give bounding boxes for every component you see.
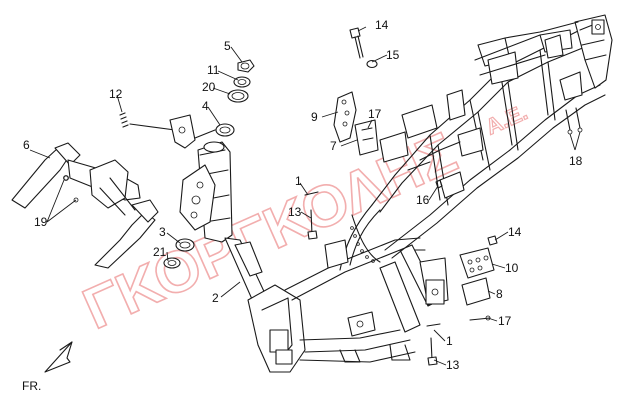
callout-6: 6 [23,138,30,152]
callout-15: 15 [386,48,400,62]
callout-19: 19 [34,215,48,229]
right-side-parts [63,27,583,366]
callout-11: 11 [207,63,220,77]
callout-3: 3 [159,225,166,239]
callout-5: 5 [224,39,231,53]
callout-14-top: 14 [375,18,389,32]
front-parts [11,59,255,269]
callout-10: 10 [505,261,519,275]
front-direction-indicator: FR. [22,341,73,393]
callout-14-right: 14 [508,225,522,239]
callout-13-top: 13 [288,205,302,219]
callout-13-bottom: 13 [446,358,460,372]
callout-16: 16 [416,193,430,207]
watermark-suffix: A.E. [482,99,531,139]
callout-20: 20 [202,80,216,94]
callout-9: 9 [311,110,318,124]
main-frame [179,14,613,373]
callout-21: 21 [153,245,167,259]
direction-arrow-icon [44,341,73,373]
callout-17-top: 17 [368,107,382,121]
callout-labels: 14 15 5 11 20 4 12 6 19 3 21 2 9 7 17 1 … [23,18,583,372]
callout-7: 7 [330,139,337,153]
callout-1-top: 1 [295,174,302,188]
leader-lines [29,26,581,366]
callout-2: 2 [212,291,219,305]
callout-12: 12 [109,87,123,101]
callout-17-right: 17 [498,314,512,328]
direction-label: FR. [22,379,41,393]
callout-4: 4 [202,99,209,113]
callout-8: 8 [496,287,503,301]
callout-18: 18 [569,154,583,168]
callout-1-bottom: 1 [446,334,453,348]
